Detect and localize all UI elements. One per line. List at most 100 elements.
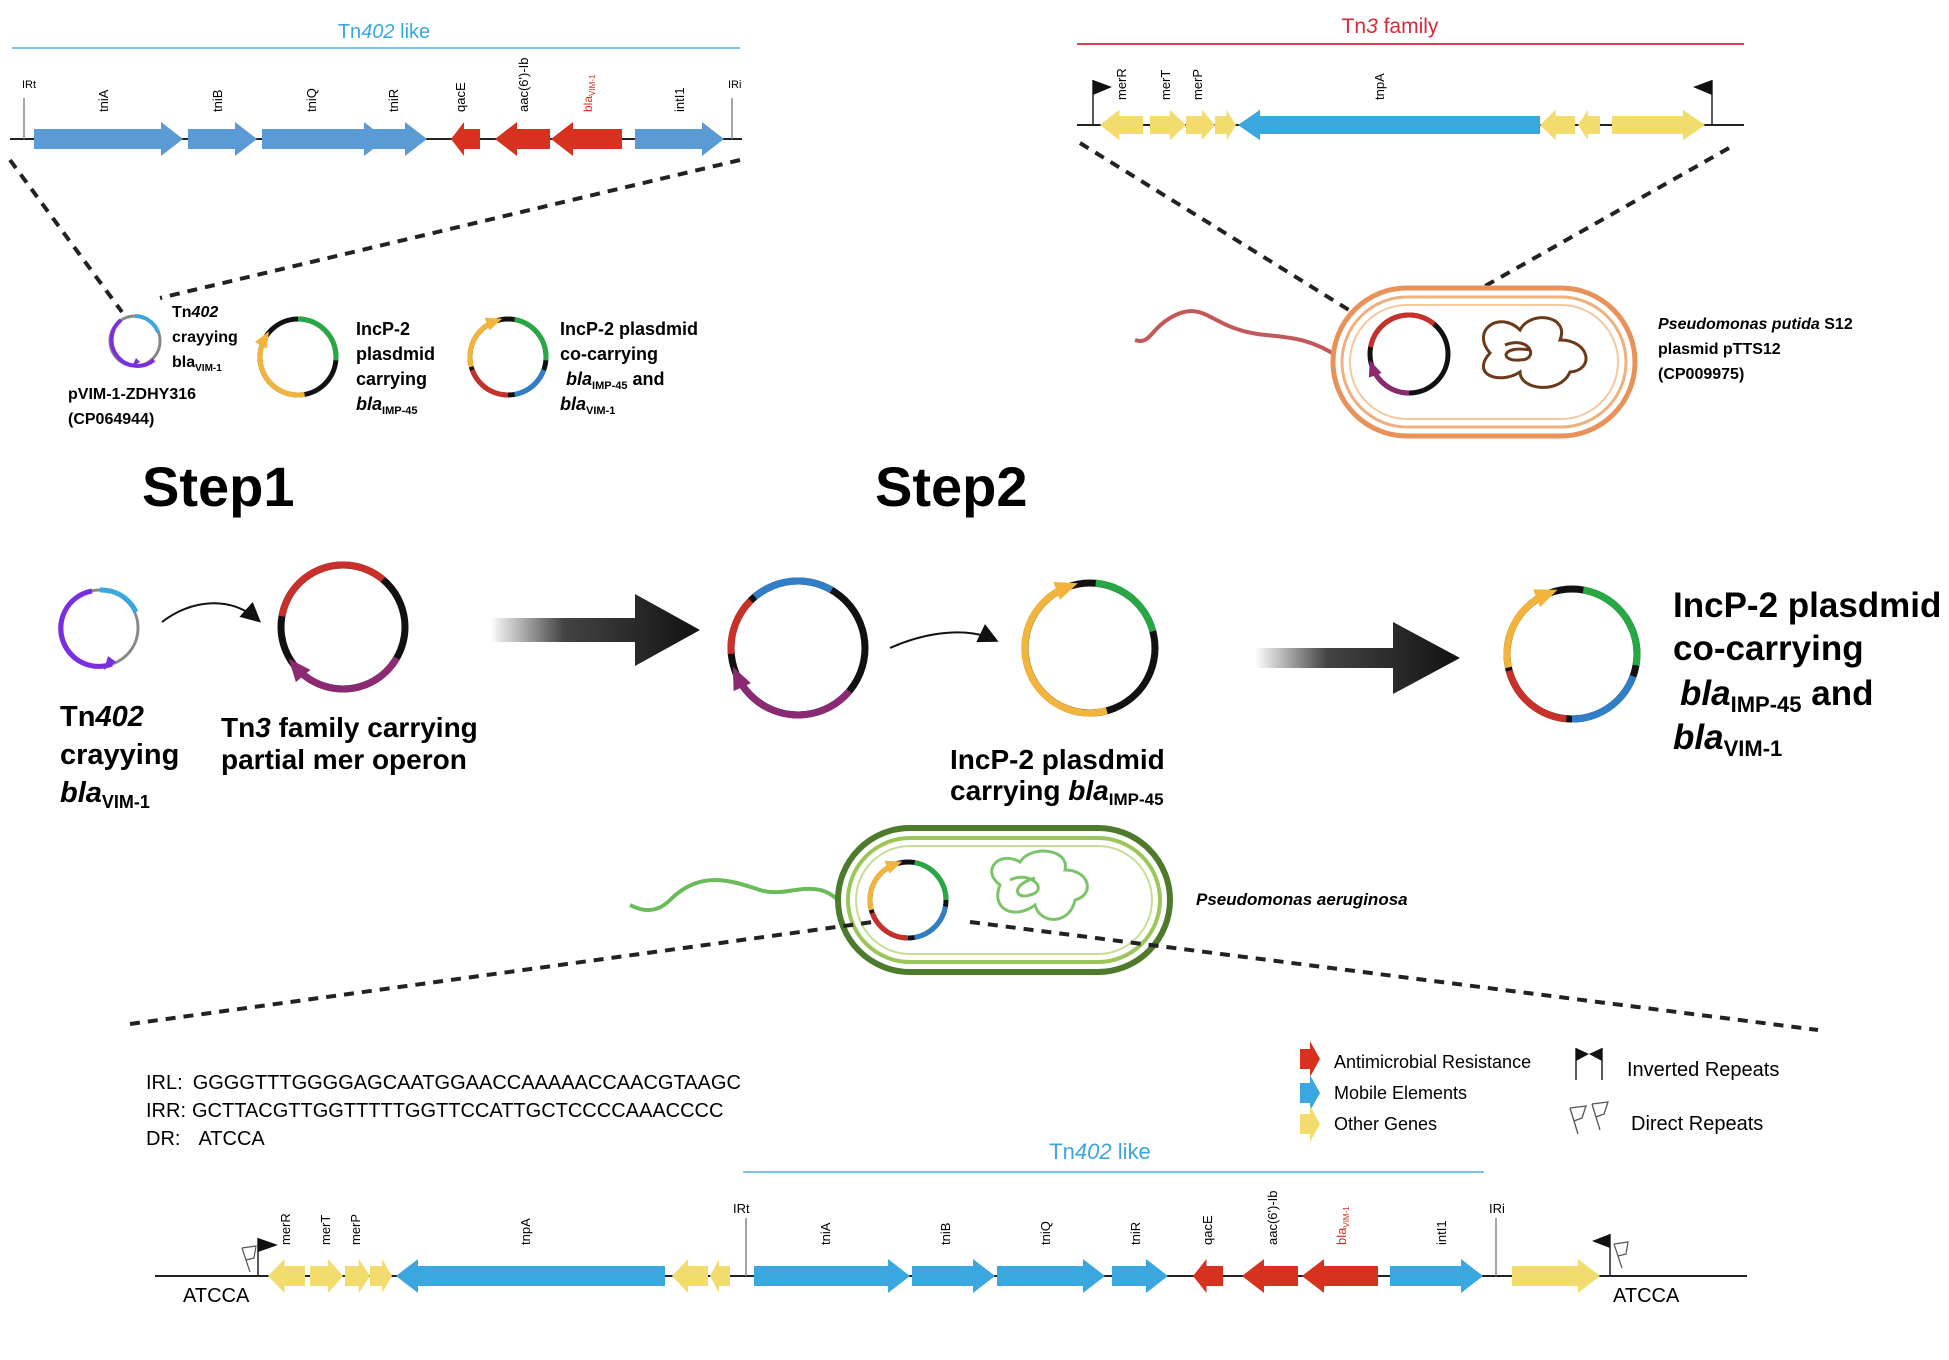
plasmid-segment-1 bbox=[1021, 583, 1108, 717]
aeruginosa-flagellum bbox=[629, 878, 850, 914]
plasmid-segment-1 bbox=[292, 656, 400, 693]
legend-other-swatch bbox=[1300, 1106, 1320, 1142]
p1-label-a: Tn402 bbox=[172, 304, 218, 321]
step1-big-arrow bbox=[490, 594, 700, 666]
final-co-carrying-plasmid bbox=[1503, 585, 1641, 723]
bottom-iri-label: IRi bbox=[1489, 1201, 1505, 1216]
gene-label-tnib: tniB bbox=[210, 90, 225, 112]
gene-arrow-merp bbox=[1186, 109, 1215, 141]
sequence-block: IRL:GGGGTTTGGGGAGCAATGGAACCAAAAACCAACGTA… bbox=[146, 1072, 741, 1150]
plasmid-segment-1 bbox=[727, 598, 754, 655]
gene-label-mert-b: merT bbox=[318, 1215, 333, 1245]
mid-tn402-label-b: crayying bbox=[60, 739, 179, 771]
gene-arrow-qace bbox=[451, 122, 480, 156]
final-label-b: co-carrying bbox=[1673, 629, 1864, 668]
gene-arrow-inti1 bbox=[635, 122, 724, 156]
plasmid-arrow-0 bbox=[1368, 360, 1382, 378]
gene-label-merp-b: merP bbox=[348, 1214, 363, 1245]
gene-arrow-aac6-b bbox=[1242, 1259, 1298, 1293]
gene-arrow-tnia bbox=[34, 122, 183, 156]
gene-label-mert: merT bbox=[1158, 70, 1173, 100]
p2-l3: carrying bbox=[356, 369, 427, 389]
legend-mobile-label: Mobile Elements bbox=[1334, 1083, 1467, 1103]
gene-label-tnia-b: tniA bbox=[818, 1222, 833, 1245]
final-label-c: blaIMP-45 and bbox=[1680, 674, 1873, 717]
mid-tn402-element bbox=[58, 587, 140, 670]
gene-label-qace: qacE bbox=[453, 82, 468, 112]
legend-direct-repeats-icon bbox=[1569, 1101, 1609, 1135]
top-plasmid-incp2-co-carrying bbox=[467, 316, 549, 398]
gene-label-tniq: tniQ bbox=[304, 88, 319, 112]
gene-label-inti1: intI1 bbox=[672, 87, 687, 112]
plasmid-segment-1 bbox=[514, 369, 547, 397]
legend-dr-label: Direct Repeats bbox=[1631, 1113, 1763, 1135]
tn3-title: Tn3 family bbox=[1342, 15, 1439, 38]
gene-arrow-tnib bbox=[188, 122, 257, 156]
gene-arrow-mert-b bbox=[310, 1259, 343, 1293]
plasmid-segment-0 bbox=[297, 316, 339, 361]
plasmid-segment-2 bbox=[469, 369, 509, 398]
bottom-left-repeats bbox=[241, 1238, 278, 1276]
step2-heading: Step2 bbox=[875, 455, 1028, 518]
gene-arrow-orf4 bbox=[1612, 109, 1705, 141]
gene-arrow-tniq-b bbox=[997, 1259, 1105, 1293]
plasmid-segment-0 bbox=[752, 577, 834, 600]
putida-species: Pseudomonas putida S12 bbox=[1658, 316, 1853, 333]
gene-label-merr: merR bbox=[1114, 68, 1129, 100]
p1-label-b: crayying bbox=[172, 329, 238, 346]
gene-label-tnia: tniA bbox=[96, 89, 111, 112]
legend-other-label: Other Genes bbox=[1334, 1114, 1437, 1134]
zoom-line-bottom-a bbox=[129, 920, 874, 1026]
plasmid-segment-2 bbox=[869, 912, 909, 941]
plasmid-arrow-0 bbox=[1533, 589, 1558, 608]
legend-mobile-swatch bbox=[1300, 1075, 1320, 1111]
legend-amr-swatch bbox=[1300, 1041, 1320, 1077]
putida-chromosome bbox=[1482, 316, 1588, 389]
plasmid-arrow-0 bbox=[732, 666, 751, 692]
zoom-line-right-a bbox=[1078, 141, 1380, 330]
dr-line: DR:ATCCA bbox=[146, 1128, 265, 1150]
p1-label-c: blaVIM-1 bbox=[172, 354, 222, 374]
gene-arrow-orf1-b bbox=[370, 1259, 392, 1293]
zoom-line-bottom-b bbox=[969, 920, 1819, 1032]
gene-arrow-aac6 bbox=[495, 122, 550, 156]
mid-tn3-plasmid bbox=[277, 561, 409, 693]
plasmid-segment-1 bbox=[914, 906, 948, 940]
legend-inverted-repeats-icon bbox=[1575, 1048, 1603, 1080]
gene-arrow-mert bbox=[1150, 109, 1186, 141]
tn402-title: Tn402 like bbox=[338, 21, 430, 43]
bottom-dr-left: ATCCA bbox=[183, 1285, 250, 1307]
final-label-a: IncP-2 plasdmid bbox=[1673, 586, 1941, 625]
p1-accession: (CP064944) bbox=[68, 411, 154, 428]
plasmid-segment-0 bbox=[914, 860, 949, 901]
legend: Antimicrobial Resistance Mobile Elements… bbox=[1300, 1041, 1779, 1142]
gene-arrow-qace-b bbox=[1193, 1259, 1223, 1293]
mid-incp-label-b: carrying blaIMP-45 bbox=[950, 775, 1164, 809]
aeruginosa-species: Pseudomonas aeruginosa bbox=[1196, 890, 1408, 909]
plasmid-arrow-0 bbox=[254, 331, 269, 349]
step2-curved-arrow bbox=[889, 624, 999, 649]
final-label-d: blaVIM-1 bbox=[1673, 718, 1782, 761]
bottom-dr-right: ATCCA bbox=[1613, 1285, 1680, 1307]
irt-label: IRt bbox=[22, 79, 36, 91]
step2-big-arrow bbox=[1255, 622, 1460, 694]
p1-name: pVIM-1-ZDHY316 bbox=[68, 386, 196, 403]
plasmid-segment-1 bbox=[257, 336, 306, 398]
plasmid-segment-0 bbox=[278, 561, 386, 617]
p3-l4: blaVIM-1 bbox=[560, 394, 615, 417]
plasmid-segment-0 bbox=[514, 317, 549, 361]
legend-ir-label: Inverted Repeats bbox=[1627, 1059, 1779, 1081]
gene-label-tnir: tniR bbox=[386, 89, 401, 112]
gene-arrow-orf4-b bbox=[1512, 1259, 1600, 1293]
plasmid-segment-2 bbox=[734, 674, 852, 719]
plasmid-segment-0 bbox=[1095, 579, 1157, 633]
mid-recombined-plasmid bbox=[727, 577, 869, 719]
p3-l3: blaIMP-45 and bbox=[566, 369, 665, 392]
gene-arrow-tnpa-b bbox=[396, 1259, 665, 1293]
gene-label-tniq-b: tniQ bbox=[1038, 1221, 1053, 1245]
top-right-gene-arrows bbox=[1100, 109, 1705, 141]
gene-arrow-tnib-b bbox=[912, 1259, 995, 1293]
putida-cell bbox=[1134, 285, 1638, 439]
mid-incp-label-a: IncP-2 plasdmid bbox=[950, 744, 1165, 775]
